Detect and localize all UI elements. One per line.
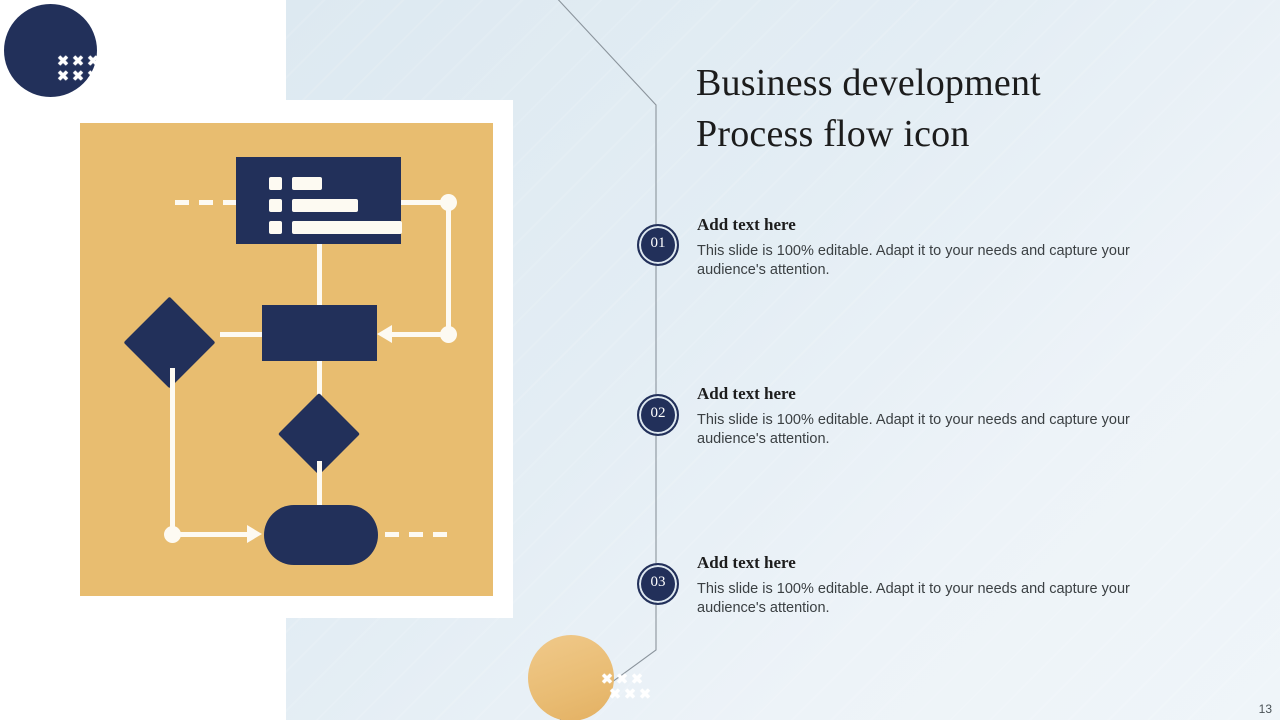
item-body: This slide is 100% editable. Adapt it to…	[697, 243, 1130, 278]
flow-node-process-box	[262, 305, 377, 361]
item-heading: Add text here	[697, 384, 796, 403]
step-badge-02: 02	[637, 394, 679, 436]
step-badge-01: 01	[637, 224, 679, 266]
flow-dot-bottom-left	[164, 526, 181, 543]
bullet-square-1	[269, 177, 282, 190]
decorative-navy-circle	[4, 4, 97, 97]
flow-dashed-entry	[175, 200, 237, 205]
bullet-square-2	[269, 199, 282, 212]
x-icon: ✖	[86, 67, 100, 85]
page-title: Business development Process flow icon	[696, 58, 1166, 160]
flowchart-board	[80, 123, 493, 596]
x-icon: ✖	[101, 52, 115, 70]
x-icon: ✖	[630, 670, 644, 688]
page-title-line-2: Process flow icon	[696, 113, 970, 155]
flow-edge-dot2-to-process	[383, 332, 448, 337]
step-badge-03: 03	[637, 563, 679, 605]
bullet-square-3	[269, 221, 282, 234]
x-icon: ✖	[56, 67, 70, 85]
page-title-line-1: Business development	[696, 62, 1041, 104]
item-heading: Add text here	[697, 215, 796, 234]
x-icon: ✖	[638, 685, 652, 703]
flow-node-terminator	[264, 505, 378, 565]
x-icon: ✖	[600, 670, 614, 688]
x-icon: ✖	[56, 52, 70, 70]
flow-edge-decision-to-process	[220, 332, 262, 337]
flow-dot-lower-right	[440, 326, 457, 343]
x-icon: ✖	[86, 52, 100, 70]
flow-edge-box-to-process	[317, 244, 322, 307]
page-number: 13	[1258, 702, 1272, 716]
x-icon: ✖	[101, 67, 115, 85]
x-icon: ✖	[608, 685, 622, 703]
decorative-gold-circle	[528, 635, 614, 720]
bullet-bar-1	[292, 177, 322, 190]
item-body: This slide is 100% editable. Adapt it to…	[697, 412, 1130, 447]
x-icon: ✖	[71, 52, 85, 70]
flow-arrow-into-terminator	[247, 525, 262, 543]
flow-edge-dot-to-terminator	[177, 532, 249, 537]
flow-edge-decision2-to-terminator	[317, 461, 322, 509]
x-icon: ✖	[71, 67, 85, 85]
flow-dashed-exit	[385, 532, 455, 537]
flow-edge-box-to-dot1	[401, 200, 448, 205]
bullet-bar-2	[292, 199, 358, 212]
bullet-bar-3	[292, 221, 402, 234]
flow-node-list-box	[236, 157, 402, 244]
x-icon: ✖	[615, 670, 629, 688]
item-body: This slide is 100% editable. Adapt it to…	[697, 581, 1130, 616]
flow-dot-upper-right	[440, 194, 457, 211]
x-icon: ✖	[623, 685, 637, 703]
flow-arrow-into-process	[377, 325, 392, 343]
flow-edge-process-to-decision2	[317, 361, 322, 407]
flow-edge-decision-down	[170, 368, 175, 535]
flow-edge-vertical-right	[446, 202, 451, 335]
item-heading: Add text here	[697, 553, 796, 572]
